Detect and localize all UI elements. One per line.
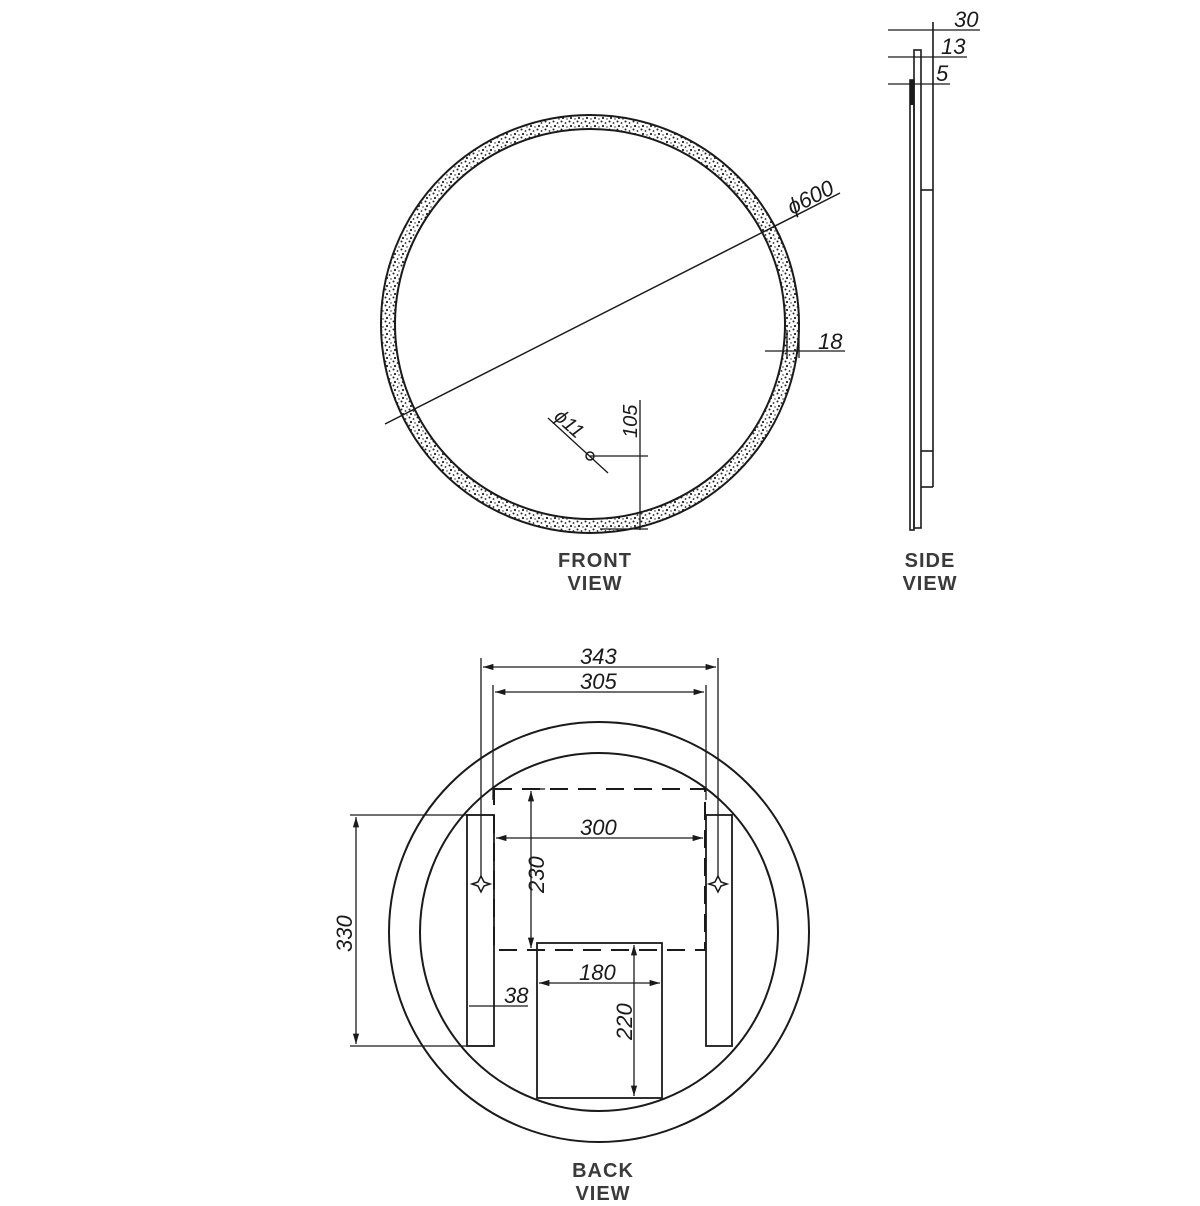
mirror-frame-inner-edge — [394, 128, 786, 520]
left-keyhole-icon — [469, 874, 493, 894]
side-frame-panel — [913, 49, 922, 529]
mirror-frame-outer-edge — [380, 114, 800, 534]
diameter-label: ϕ600 — [783, 175, 839, 220]
right-keyhole-icon — [706, 874, 730, 894]
side-view-dimensions: 30 13 5 — [936, 7, 979, 86]
back-view — [350, 658, 810, 1143]
side-view-label-line2: VIEW — [902, 573, 958, 595]
front-view-label-line2: VIEW — [567, 573, 623, 595]
right-bracket — [705, 814, 733, 1047]
hole-diameter-label: ϕ11 — [550, 405, 588, 443]
bracket-width-label: 38 — [504, 983, 529, 1008]
side-view-label: SIDE VIEW — [880, 550, 980, 596]
diameter-line — [384, 192, 841, 425]
front-view — [380, 114, 845, 534]
front-view-label-line1: FRONT — [558, 550, 632, 572]
back-inner-circle — [419, 752, 779, 1112]
back-view-label-line2: VIEW — [575, 1183, 631, 1205]
hole-leader-line — [547, 417, 609, 474]
frame-width-label: 18 — [818, 329, 843, 354]
back-dashed-box — [493, 788, 706, 951]
box-width-label: 300 — [580, 815, 617, 840]
hole-offset-label: 105 — [620, 404, 642, 438]
side-view-label-line1: SIDE — [904, 550, 956, 572]
back-view-label: BACK VIEW — [553, 1160, 653, 1206]
inner-span-label: 305 — [580, 669, 617, 694]
back-view-label-line1: BACK — [572, 1160, 634, 1182]
back-lower-box — [536, 942, 663, 1099]
front-view-label: FRONT VIEW — [545, 550, 645, 596]
mirror-frame-ring — [381, 115, 799, 533]
bracket-height-label: 330 — [332, 915, 357, 952]
depth-total-label: 30 — [954, 7, 979, 32]
depth-glass-label: 5 — [936, 61, 949, 86]
box-height-label: 230 — [524, 856, 549, 894]
depth-mid-label: 13 — [941, 34, 966, 59]
outer-span-label: 343 — [580, 644, 617, 669]
lower-box-width-label: 180 — [579, 960, 616, 985]
lower-box-height-label: 220 — [612, 1003, 637, 1041]
back-view-dimensions: 343 305 300 230 330 38 180 220 — [332, 644, 637, 1041]
side-view — [888, 22, 980, 531]
back-outer-circle — [388, 721, 810, 1143]
